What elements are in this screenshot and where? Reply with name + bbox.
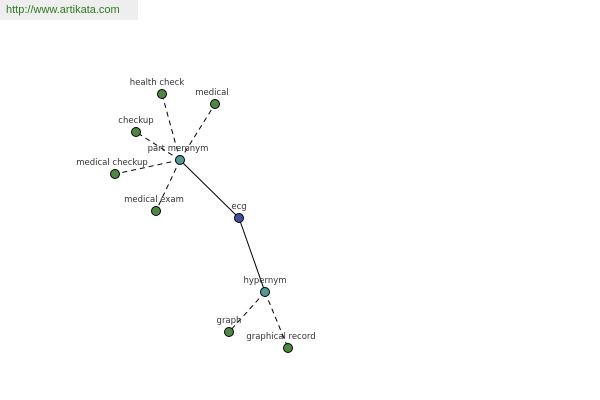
node-label: medical checkup [76, 158, 148, 168]
node-graph[interactable]: graph [217, 316, 242, 337]
node-dot[interactable] [260, 287, 270, 297]
site-url-text[interactable]: http://www.artikata.com [6, 4, 120, 16]
edge-part-meronym-to-health-check [161, 93, 181, 161]
node-dot[interactable] [151, 206, 161, 216]
node-dot[interactable] [234, 213, 244, 223]
node-hypernym[interactable]: hypernym [243, 276, 287, 297]
edges-layer [114, 93, 289, 349]
edge-part-meronym-to-medical-checkup [114, 159, 181, 175]
node-dot[interactable] [210, 99, 220, 109]
node-medical[interactable]: medical [195, 88, 229, 109]
edge-ecg-to-part-meronym [179, 159, 240, 219]
nodes-layer: ecg part meronym hypernym health check medic… [76, 78, 316, 353]
node-graphical-record[interactable]: graphical record [246, 332, 316, 353]
edge-part-meronym-to-medical [179, 103, 216, 161]
edge-hypernym-to-graphical-record [264, 291, 289, 349]
node-label: part meronym [148, 144, 209, 154]
node-medical-checkup[interactable]: medical checkup [76, 158, 148, 179]
node-dot[interactable] [283, 343, 293, 353]
edge-hypernym-to-graph [228, 291, 266, 333]
node-dot[interactable] [157, 89, 167, 99]
node-label: graph [217, 316, 242, 326]
node-medical-exam[interactable]: medical exam [124, 195, 184, 216]
node-dot[interactable] [110, 169, 120, 179]
node-dot[interactable] [224, 327, 234, 337]
node-label: graphical record [246, 332, 315, 342]
node-health-check[interactable]: health check [130, 78, 185, 99]
node-checkup[interactable]: checkup [118, 116, 154, 137]
node-dot[interactable] [131, 127, 141, 137]
edge-part-meronym-to-medical-exam [155, 159, 181, 212]
node-dot[interactable] [175, 155, 185, 165]
node-ecg[interactable]: ecg [231, 202, 247, 223]
node-part-meronym[interactable]: part meronym [148, 144, 209, 165]
node-label: health check [130, 78, 185, 88]
site-url-banner[interactable]: http://www.artikata.com [0, 0, 138, 20]
node-label: ecg [231, 202, 246, 212]
edge-ecg-to-hypernym [238, 217, 266, 293]
node-label: checkup [118, 116, 153, 126]
node-label: hypernym [243, 276, 286, 286]
node-label: medical exam [124, 195, 184, 205]
node-label: medical [195, 88, 229, 98]
